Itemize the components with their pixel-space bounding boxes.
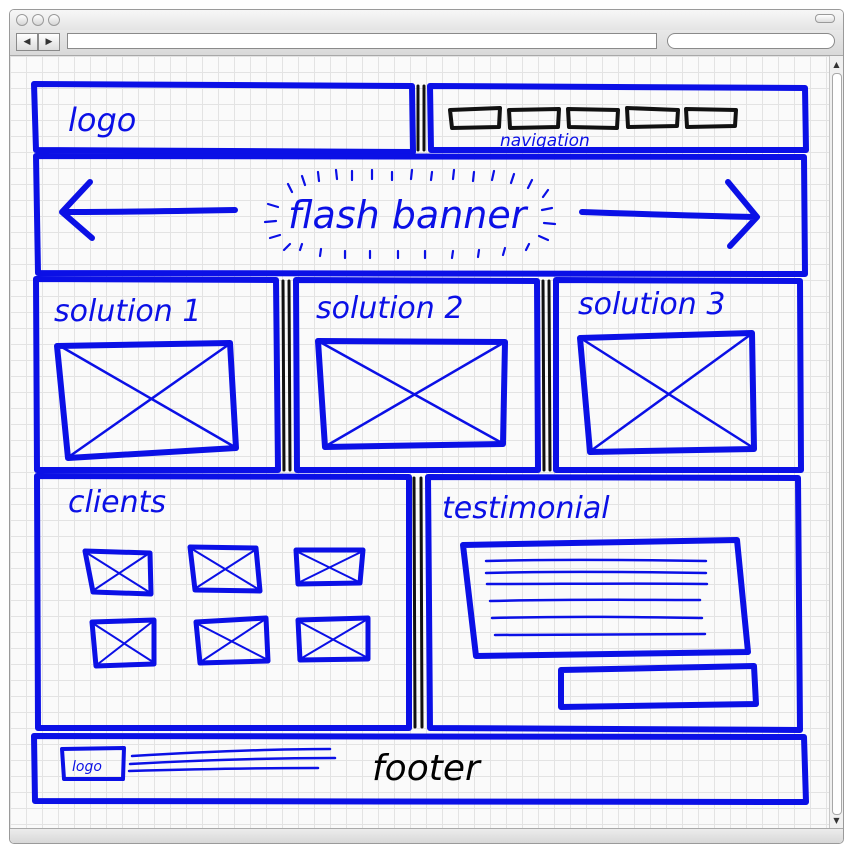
nav-item-4[interactable]: [625, 106, 680, 129]
banner-label: flash banner: [288, 193, 529, 237]
solution-1-image-icon: [54, 340, 239, 461]
testimonial-text-lines: [484, 558, 709, 637]
solution-1-box: [33, 276, 281, 473]
browser-toolbar: ◀ ▶: [10, 30, 843, 56]
forward-button[interactable]: ▶: [38, 33, 60, 51]
banner-box: [33, 153, 808, 277]
solution-1-label: solution 1: [54, 294, 201, 329]
solution-2-box: [293, 277, 541, 473]
client-logo-icon[interactable]: [193, 615, 271, 666]
footer-content: [60, 746, 337, 781]
scroll-down-icon[interactable]: ▼: [833, 816, 840, 825]
scroll-up-icon[interactable]: ▲: [833, 60, 840, 69]
status-bar: [10, 828, 843, 843]
client-logo-icon[interactable]: [293, 547, 366, 587]
client-logo-icon[interactable]: [187, 544, 263, 594]
back-button[interactable]: ◀: [16, 33, 38, 51]
vertical-scrollbar[interactable]: ▲ ▼: [829, 56, 843, 829]
nav-items: [448, 106, 738, 130]
header-logo-label: logo: [68, 101, 136, 139]
title-bar: [10, 10, 843, 30]
minimize-window-icon[interactable]: [32, 14, 44, 26]
column-dividers: [281, 84, 552, 729]
solution-3-label: solution 3: [578, 287, 725, 322]
footer-logo-box: [60, 746, 126, 781]
testimonial-button[interactable]: [558, 663, 759, 710]
banner-left-arrow-icon[interactable]: [59, 179, 238, 241]
header-logo-box: [31, 81, 416, 155]
nav-item-2[interactable]: [507, 107, 561, 130]
client-logos: [82, 544, 371, 669]
close-window-icon[interactable]: [16, 14, 28, 26]
clients-label: clients: [68, 485, 166, 520]
testimonial-content: [460, 537, 759, 710]
testimonial-label: testimonial: [442, 491, 610, 526]
zoom-window-icon[interactable]: [48, 14, 60, 26]
client-logo-icon[interactable]: [89, 617, 157, 669]
footer-box: [31, 733, 809, 805]
testimonial-box: [425, 474, 803, 733]
navigation-label: navigation: [500, 131, 590, 151]
footer-text-lines: [127, 747, 337, 773]
banner-arrows: [59, 179, 760, 249]
solution-2-image-icon: [315, 338, 508, 450]
footer-logo-label: logo: [72, 759, 102, 775]
search-field[interactable]: [667, 33, 835, 49]
clients-box: [34, 473, 412, 731]
toolbar-toggle-icon[interactable]: [815, 14, 835, 23]
testimonial-quote-box: [460, 537, 751, 659]
client-logo-icon[interactable]: [82, 548, 154, 597]
scroll-thumb[interactable]: [832, 73, 842, 815]
nav-item-3[interactable]: [566, 107, 620, 130]
solution-images: [54, 330, 757, 461]
banner-right-arrow-icon[interactable]: [579, 179, 760, 249]
wireframe-labels: logo navigation flash banner solution 1 …: [54, 101, 725, 775]
footer-label: footer: [372, 748, 482, 789]
nav-item-1[interactable]: [448, 106, 502, 130]
solution-2-label: solution 2: [316, 291, 463, 326]
client-logo-icon[interactable]: [295, 615, 371, 663]
wireframe-outlines: [31, 81, 809, 805]
solution-3-box: [553, 277, 804, 473]
solution-3-image-icon: [577, 330, 757, 455]
address-bar[interactable]: [67, 33, 657, 49]
header-nav-box: [427, 83, 809, 153]
banner-flash-burst: [263, 168, 557, 260]
nav-item-5[interactable]: [684, 107, 738, 129]
